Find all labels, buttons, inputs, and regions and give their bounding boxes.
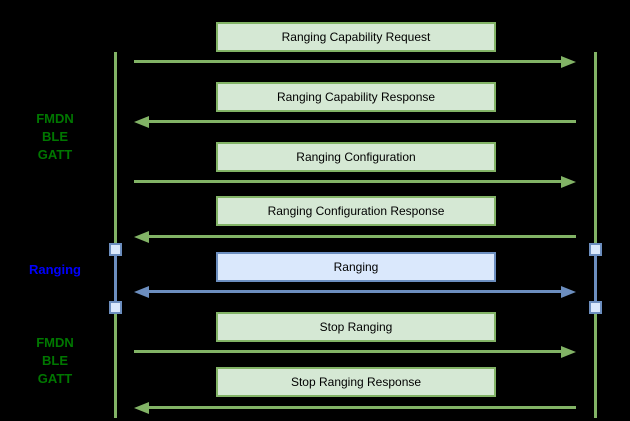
arrowhead-right-icon (561, 176, 576, 188)
arrowhead-left-icon (134, 231, 149, 243)
lifeline-right (594, 52, 597, 418)
arrowhead-right-icon (561, 56, 576, 68)
arrow-right-stop-ranging (134, 346, 576, 358)
activation-marker-right-top (589, 243, 602, 256)
activation-marker-left-bottom (109, 301, 122, 314)
arrow-right-ranging-configuration (134, 176, 576, 188)
activation-marker-right-bottom (589, 301, 602, 314)
arrow-line (145, 406, 576, 409)
arrow-line (145, 290, 565, 293)
message-box-stop-ranging: Stop Ranging (216, 312, 496, 342)
section-label-fmdn-ble-gatt-bottom: FMDN BLE GATT (36, 335, 74, 386)
arrowhead-left-icon (134, 402, 149, 414)
section-label-ranging: Ranging (29, 262, 81, 277)
arrow-left-stop-ranging-response (134, 402, 576, 414)
message-box-ranging-configuration: Ranging Configuration (216, 142, 496, 172)
arrow-right-ranging-capability-request (134, 56, 576, 68)
arrow-line (145, 235, 576, 238)
arrow-left-ranging-capability-response (134, 116, 576, 128)
lifeline-right-ranging-segment (594, 250, 597, 308)
message-box-stop-ranging-response: Stop Ranging Response (216, 367, 496, 397)
message-box-ranging-capability-response: Ranging Capability Response (216, 82, 496, 112)
arrow-line (134, 350, 565, 353)
arrow-line (134, 180, 565, 183)
lifeline-left-ranging-segment (114, 250, 117, 308)
arrowhead-left-icon (134, 116, 149, 128)
arrow-line (145, 120, 576, 123)
arrow-bidirectional-ranging (134, 286, 576, 298)
activation-marker-left-top (109, 243, 122, 256)
message-box-ranging: Ranging (216, 252, 496, 282)
arrow-line (134, 60, 565, 63)
arrowhead-right-icon (561, 346, 576, 358)
arrow-left-ranging-configuration-response (134, 231, 576, 243)
arrowhead-right-icon (561, 286, 576, 298)
message-box-ranging-capability-request: Ranging Capability Request (216, 22, 496, 52)
message-box-ranging-configuration-response: Ranging Configuration Response (216, 196, 496, 226)
arrowhead-left-icon (134, 286, 149, 298)
lifeline-left (114, 52, 117, 418)
section-label-fmdn-ble-gatt-top: FMDN BLE GATT (36, 111, 74, 162)
